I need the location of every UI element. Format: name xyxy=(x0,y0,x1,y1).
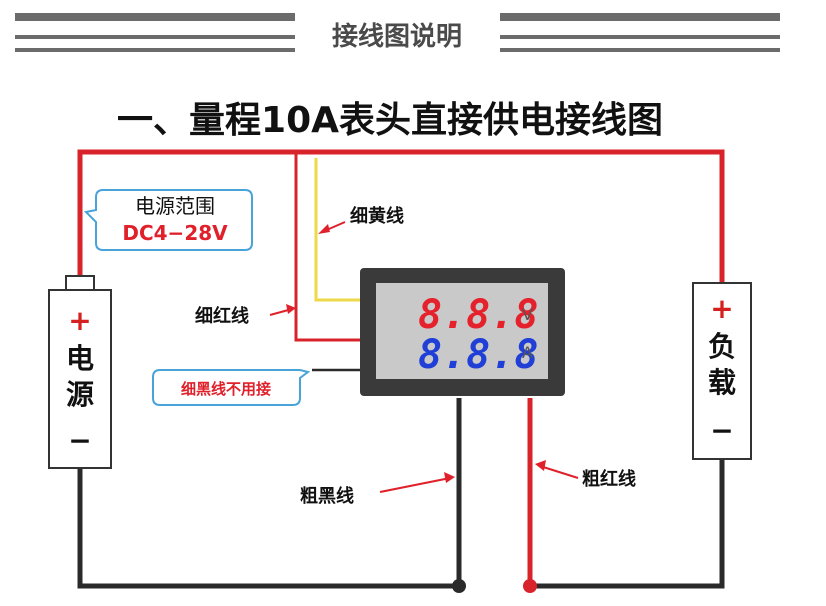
header-title-bg xyxy=(295,12,500,56)
label-thin-yellow: 细黄线 xyxy=(350,205,404,227)
battery-terminal xyxy=(65,275,95,291)
battery-minus: − xyxy=(68,424,91,457)
load-return-wire xyxy=(530,459,725,589)
range-callout-line1: 电源范围 xyxy=(135,194,215,218)
header-rule-right xyxy=(500,35,780,39)
arrowhead-thin-red xyxy=(286,304,296,314)
thick-black-wire xyxy=(77,398,462,589)
arrowhead-thin-yellow xyxy=(318,224,330,234)
black-thin-callout-text: 细黑线不用接 xyxy=(181,380,271,398)
meter: 8.8.8 8.8.8 V A xyxy=(360,268,565,396)
arrow-thick-black xyxy=(379,477,451,493)
load-plus: + xyxy=(710,292,733,325)
load: + 负 载 − xyxy=(692,282,752,460)
label-thick-red: 粗红线 xyxy=(582,468,636,490)
thin-yellow-wire xyxy=(314,158,360,302)
arrowhead-thick-red xyxy=(535,460,546,471)
meter-amp-unit: A xyxy=(522,343,533,362)
load-label-2: 载 xyxy=(708,366,736,399)
battery-label-1: 电 xyxy=(66,342,94,375)
black-thin-callout-bubble xyxy=(152,369,311,406)
battery-label-2: 源 xyxy=(66,378,94,411)
top-red-wire xyxy=(77,149,725,283)
load-minus: − xyxy=(710,414,733,447)
power-supply: + 电 源 − xyxy=(48,275,112,469)
wires xyxy=(77,149,725,593)
meter-amp-digits: 8.8.8 xyxy=(418,332,538,378)
battery-body xyxy=(48,289,112,469)
load-label-1: 负 xyxy=(708,330,736,363)
meter-screen xyxy=(376,283,548,379)
range-callout-bubble xyxy=(83,189,253,251)
black-thin-callout: 细黑线不用接 xyxy=(152,369,311,406)
label-thin-red: 细红线 xyxy=(195,305,249,327)
meter-volt-digits: 8.8.8 xyxy=(418,292,538,338)
black-junction-dot xyxy=(452,579,466,593)
arrow-thick-red xyxy=(539,465,579,479)
battery-plus: + xyxy=(68,304,91,337)
range-callout-line2: DC4−28V xyxy=(122,221,228,245)
meter-volt-unit: V xyxy=(522,305,533,324)
red-junction-dot xyxy=(523,579,537,593)
diagram-title: 一、量程10A表头直接供电接线图 xyxy=(117,100,663,141)
label-thick-black: 粗黑线 xyxy=(300,485,354,507)
header-bar: 接线图说明 xyxy=(15,12,780,56)
header-title: 接线图说明 xyxy=(332,22,462,52)
load-body xyxy=(692,282,752,460)
range-callout: 电源范围 DC4−28V xyxy=(83,189,253,251)
thin-red-wire xyxy=(294,152,360,342)
arrowhead-thick-black xyxy=(444,472,455,483)
header-rule-left xyxy=(15,35,295,39)
wire-labels: 细黄线 细红线 粗黑线 粗红线 xyxy=(195,205,636,507)
